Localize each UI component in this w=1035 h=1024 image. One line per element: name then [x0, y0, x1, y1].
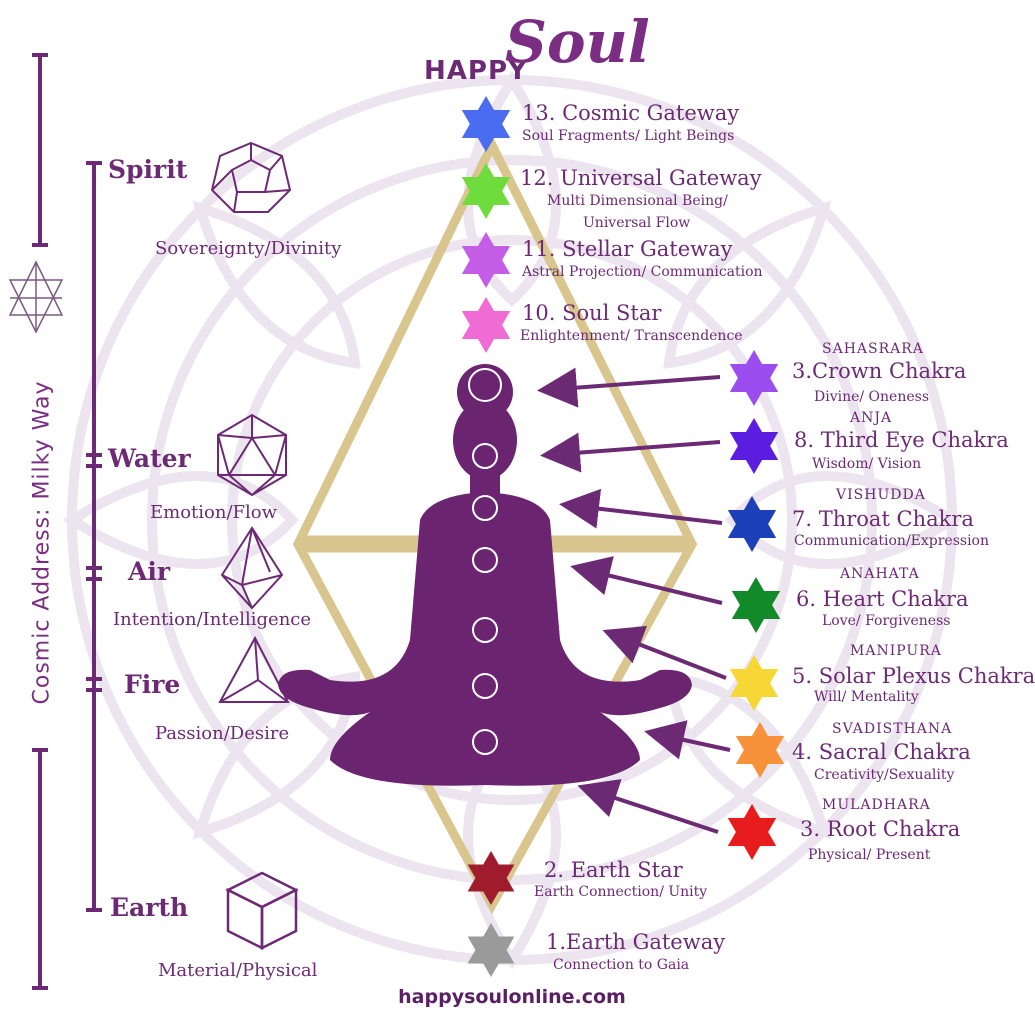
heart-title: 6. Heart Chakra	[796, 587, 969, 611]
chakra-arrows	[537, 367, 731, 834]
root-sub: Physical/ Present	[808, 847, 931, 863]
crown-sub: Divine/ Oneness	[814, 389, 930, 405]
chakra-1-sub: Connection to Gaia	[553, 957, 690, 973]
quality-spirit: Sovereignty/Divinity	[155, 238, 342, 259]
element-water: Water	[108, 444, 191, 473]
chakra-10-sub: Enlightenment/ Transcendence	[520, 328, 743, 344]
element-air: Air	[128, 557, 171, 586]
chakra-13-sub: Soul Fragments/ Light Beings	[522, 128, 735, 144]
sacral-sanskrit: SVADISTHANA	[832, 721, 953, 737]
dodecahedron-icon	[210, 141, 292, 213]
body-chakras-star-2	[727, 496, 777, 552]
thirdeye-sanskrit: ANJA	[850, 410, 893, 426]
quality-earth: Material/Physical	[158, 960, 318, 981]
quality-air: Intention/Intelligence	[113, 609, 312, 630]
chakra-12-title: 12. Universal Gateway	[520, 166, 762, 190]
solar-sub: Will/ Mentality	[814, 689, 919, 705]
quality-fire: Passion/Desire	[155, 723, 290, 744]
body-chakras-star-6	[727, 804, 777, 860]
chakra-11-sub: Astral Projection/ Communication	[522, 264, 763, 280]
solar-sanskrit: MANIPURA	[850, 643, 942, 659]
crown-sanskrit: SAHASRARA	[822, 341, 924, 357]
root-sanskrit: MULADHARA	[822, 797, 931, 813]
chakra-2-title: 2. Earth Star	[544, 858, 683, 882]
cosmic-address-label: Cosmic Address: Milky Way	[29, 380, 55, 705]
chakra-12-sub: Multi Dimensional Being/	[547, 193, 728, 209]
octahedron-icon	[220, 526, 284, 610]
solar-title: 5. Solar Plexus Chakra	[792, 664, 1035, 688]
element-fire: Fire	[124, 670, 181, 699]
body-chakras-star-3	[731, 577, 781, 633]
cosmic-bracket	[32, 53, 48, 990]
upper-chakras-star-0	[461, 96, 511, 152]
logo-soul: Soul	[505, 8, 650, 76]
body-chakras-star-1	[729, 418, 779, 474]
chakra-stars	[461, 96, 785, 977]
upper-chakras-star-2	[461, 232, 511, 288]
heart-sub: Love/ Forgiveness	[822, 613, 951, 629]
thirdeye-title: 8. Third Eye Chakra	[794, 428, 1009, 452]
logo-happy: HAPPY	[424, 56, 528, 86]
body-chakras-star-5	[735, 722, 785, 778]
upper-chakras-star-3	[461, 297, 511, 353]
merkaba-icon	[8, 260, 64, 334]
root-title: 3. Root Chakra	[800, 817, 961, 841]
upper-chakras-star-1	[461, 163, 511, 219]
tetrahedron-icon	[218, 635, 290, 703]
head	[453, 400, 517, 480]
chakra-12-sub2: Universal Flow	[583, 215, 691, 231]
chakra-2-sub: Earth Connection/ Unity	[534, 884, 708, 900]
footer-url: happysoulonline.com	[398, 986, 626, 1008]
sacral-sub: Creativity/Sexuality	[814, 767, 955, 783]
lower-chakras-star-0	[467, 851, 515, 905]
throat-sub: Communication/Expression	[794, 533, 990, 549]
element-earth: Earth	[110, 893, 189, 922]
chakra-13-title: 13. Cosmic Gateway	[522, 101, 740, 125]
element-bracket	[86, 161, 102, 912]
lower-chakras-star-1	[467, 923, 515, 977]
element-spirit: Spirit	[108, 155, 188, 184]
chakra-10-title: 10. Soul Star	[522, 301, 662, 325]
throat-title: 7. Throat Chakra	[792, 507, 974, 531]
crown-title: 3.Crown Chakra	[792, 359, 967, 383]
heart-sanskrit: ANAHATA	[840, 566, 920, 582]
body-chakras-star-4	[729, 655, 779, 711]
body-chakra-symbols	[468, 368, 502, 755]
thirdeye-sub: Wisdom/ Vision	[812, 456, 922, 472]
sacral-title: 4. Sacral Chakra	[792, 740, 971, 764]
chakra-11-title: 11. Stellar Gateway	[522, 237, 733, 261]
throat-sanskrit: VISHUDDA	[836, 487, 926, 503]
chakra-1-title: 1.Earth Gateway	[546, 930, 726, 954]
icosahedron-icon	[217, 413, 287, 497]
body-chakras-star-0	[729, 350, 779, 406]
cube-icon	[225, 871, 299, 951]
quality-water: Emotion/Flow	[150, 502, 278, 523]
torso	[278, 492, 692, 786]
